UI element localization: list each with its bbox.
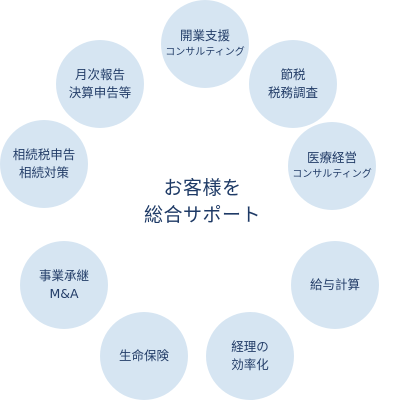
- node-monthly-report: 月次報告 決算申告等: [56, 40, 144, 128]
- node-accounting-efficiency: 経理の 効率化: [206, 312, 294, 400]
- node-life-insurance: 生命保険: [100, 312, 188, 400]
- node-payroll: 給与計算: [291, 241, 379, 329]
- center-label-line-2: 総合サポート: [143, 204, 261, 226]
- node-accounting-efficiency-title: 経理の: [231, 339, 269, 354]
- node-business-succession-subtitle: M&A: [49, 286, 79, 301]
- center-label: お客様を 総合サポート: [130, 175, 275, 229]
- node-business-succession: 事業承継 M&A: [20, 241, 108, 329]
- node-inheritance-tax-subtitle: 相続対策: [18, 165, 69, 180]
- node-inheritance-tax: 相続税申告 相続対策: [0, 120, 88, 208]
- node-monthly-report-subtitle: 決算申告等: [68, 85, 132, 100]
- node-tax-saving-title: 節税: [280, 67, 306, 82]
- node-monthly-report-title: 月次報告: [74, 67, 125, 82]
- node-life-insurance-title: 生命保険: [118, 348, 169, 363]
- node-opening-support: 開業支援 コンサルティング: [161, 0, 249, 88]
- node-opening-support-subtitle: コンサルティング: [165, 47, 245, 58]
- node-medical-management-title: 医療経営: [306, 150, 357, 165]
- node-tax-saving: 節税 税務調査: [249, 40, 337, 128]
- node-accounting-efficiency-subtitle: 効率化: [231, 357, 269, 372]
- node-tax-saving-subtitle: 税務調査: [267, 85, 318, 100]
- center-label-line-1: お客様を: [163, 177, 242, 199]
- node-medical-management: 医療経営 コンサルティング: [288, 122, 376, 210]
- node-medical-management-subtitle: コンサルティング: [292, 169, 372, 180]
- node-payroll-title: 給与計算: [309, 277, 360, 292]
- node-inheritance-tax-title: 相続税申告: [12, 147, 76, 162]
- node-opening-support-title: 開業支援: [179, 28, 230, 43]
- node-business-succession-title: 事業承継: [38, 268, 89, 283]
